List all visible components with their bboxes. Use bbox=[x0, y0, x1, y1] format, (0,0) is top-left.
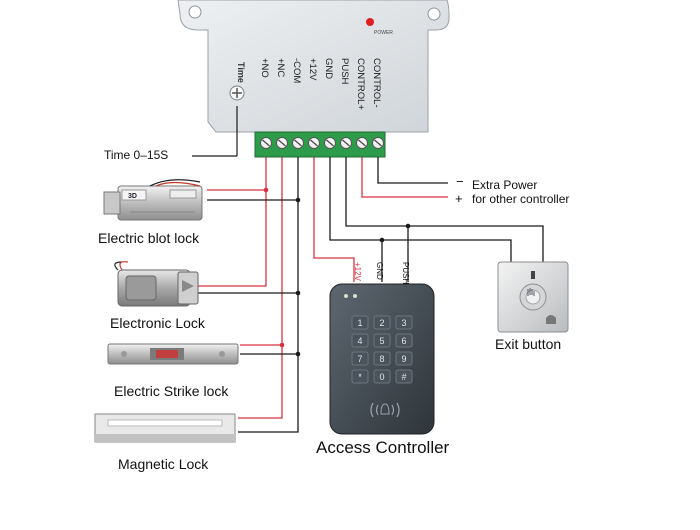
keypad-key[interactable]: 6 bbox=[395, 333, 413, 348]
keypad-key[interactable]: 7 bbox=[351, 351, 369, 366]
terminal-screw-icon[interactable] bbox=[340, 137, 352, 149]
hand-icon bbox=[546, 315, 556, 324]
terminal-screw-icon[interactable] bbox=[260, 137, 272, 149]
exit-button-label: Exit button bbox=[495, 336, 561, 352]
svg-text:8: 8 bbox=[379, 354, 384, 364]
svg-text:9: 9 bbox=[401, 354, 406, 364]
extra-power-plus-sign: + bbox=[455, 191, 463, 206]
terminal-screw-icon[interactable] bbox=[372, 137, 384, 149]
keypad-key[interactable]: 1 bbox=[351, 315, 369, 330]
keypad-key[interactable]: 2 bbox=[373, 315, 391, 330]
keypad-key[interactable]: 8 bbox=[373, 351, 391, 366]
power-supply-unit: POWER Time +NO +NC -COM +12V GND PUSH CONTROL+… bbox=[177, 0, 450, 158]
access-controller-label: Access Controller bbox=[316, 438, 450, 457]
terminal-screw-icon[interactable] bbox=[324, 137, 336, 149]
wire-junctions bbox=[263, 187, 411, 357]
extra-power-subtitle: for other controller bbox=[472, 192, 569, 206]
svg-text:7: 7 bbox=[357, 354, 362, 364]
terminal-label: GND bbox=[323, 58, 334, 79]
wire-label-push: PUSH bbox=[401, 262, 410, 284]
keypad-key[interactable]: * bbox=[351, 369, 369, 384]
svg-text:2: 2 bbox=[379, 318, 384, 328]
svg-text:#: # bbox=[401, 372, 406, 382]
terminal-screw-icon[interactable] bbox=[292, 137, 304, 149]
terminal-labels: +NO +NC -COM +12V GND PUSH CONTROL+ CONTROL- bbox=[259, 58, 382, 110]
exit-button[interactable] bbox=[497, 261, 569, 333]
svg-text:4: 4 bbox=[357, 336, 362, 346]
lock-sticker bbox=[121, 189, 147, 201]
keypad-key[interactable]: 4 bbox=[351, 333, 369, 348]
keypad-key[interactable]: 3 bbox=[395, 315, 413, 330]
electric-bolt-lock-label: Electric blot lock bbox=[98, 230, 200, 246]
svg-text:3: 3 bbox=[401, 318, 406, 328]
mounting-hole bbox=[427, 7, 441, 21]
power-label: POWER bbox=[374, 30, 393, 36]
terminal-label: +NO bbox=[259, 58, 270, 78]
electronic-lock bbox=[114, 261, 199, 307]
keypad-key[interactable]: 0 bbox=[373, 369, 391, 384]
electric-strike-lock bbox=[107, 343, 239, 365]
power-led-icon bbox=[366, 18, 374, 26]
electric-strike-lock-label: Electric Strike lock bbox=[114, 383, 229, 399]
svg-text:0: 0 bbox=[379, 372, 384, 382]
extra-power-minus-sign: − bbox=[456, 174, 464, 189]
terminal-label: CONTROL- bbox=[371, 58, 382, 108]
electronic-lock-label: Electronic Lock bbox=[110, 315, 206, 331]
terminal-screw-icon[interactable] bbox=[308, 137, 320, 149]
keypad: 1 2 3 4 5 6 7 8 9 * 0 # bbox=[351, 315, 413, 384]
terminal-label: -COM bbox=[291, 58, 302, 83]
keypad-key[interactable]: # bbox=[395, 369, 413, 384]
keypad-key[interactable]: 9 bbox=[395, 351, 413, 366]
wiring bbox=[198, 157, 544, 433]
electric-bolt-lock: 3D bbox=[103, 179, 203, 221]
time-range-caption: Time 0–15S bbox=[104, 148, 168, 162]
terminal-label: +12V bbox=[307, 58, 318, 81]
terminal-label: CONTROL+ bbox=[355, 58, 366, 110]
magnetic-lock bbox=[94, 413, 236, 443]
svg-text:6: 6 bbox=[401, 336, 406, 346]
svg-text:5: 5 bbox=[379, 336, 384, 346]
card-reader-icon bbox=[370, 402, 400, 418]
magnetic-lock-label: Magnetic Lock bbox=[118, 456, 209, 472]
mounting-hole bbox=[188, 5, 202, 19]
access-controller: 1 2 3 4 5 6 7 8 9 * 0 # bbox=[329, 283, 435, 435]
lock-badge: 3D bbox=[128, 193, 137, 200]
door-icon bbox=[531, 271, 535, 279]
wire-label-12v: +12V bbox=[353, 262, 362, 282]
time-label: Time bbox=[236, 62, 246, 83]
svg-text:1: 1 bbox=[357, 318, 362, 328]
terminal-screw-icon[interactable] bbox=[356, 137, 368, 149]
svg-text:*: * bbox=[358, 372, 362, 382]
extra-power-label: Extra Power bbox=[472, 178, 537, 192]
wire-label-gnd: GND bbox=[375, 262, 384, 280]
terminal-label: PUSH bbox=[339, 58, 350, 85]
terminal-screw-icon[interactable] bbox=[276, 137, 288, 149]
terminal-label: +NC bbox=[275, 58, 286, 77]
keypad-key[interactable]: 5 bbox=[373, 333, 391, 348]
